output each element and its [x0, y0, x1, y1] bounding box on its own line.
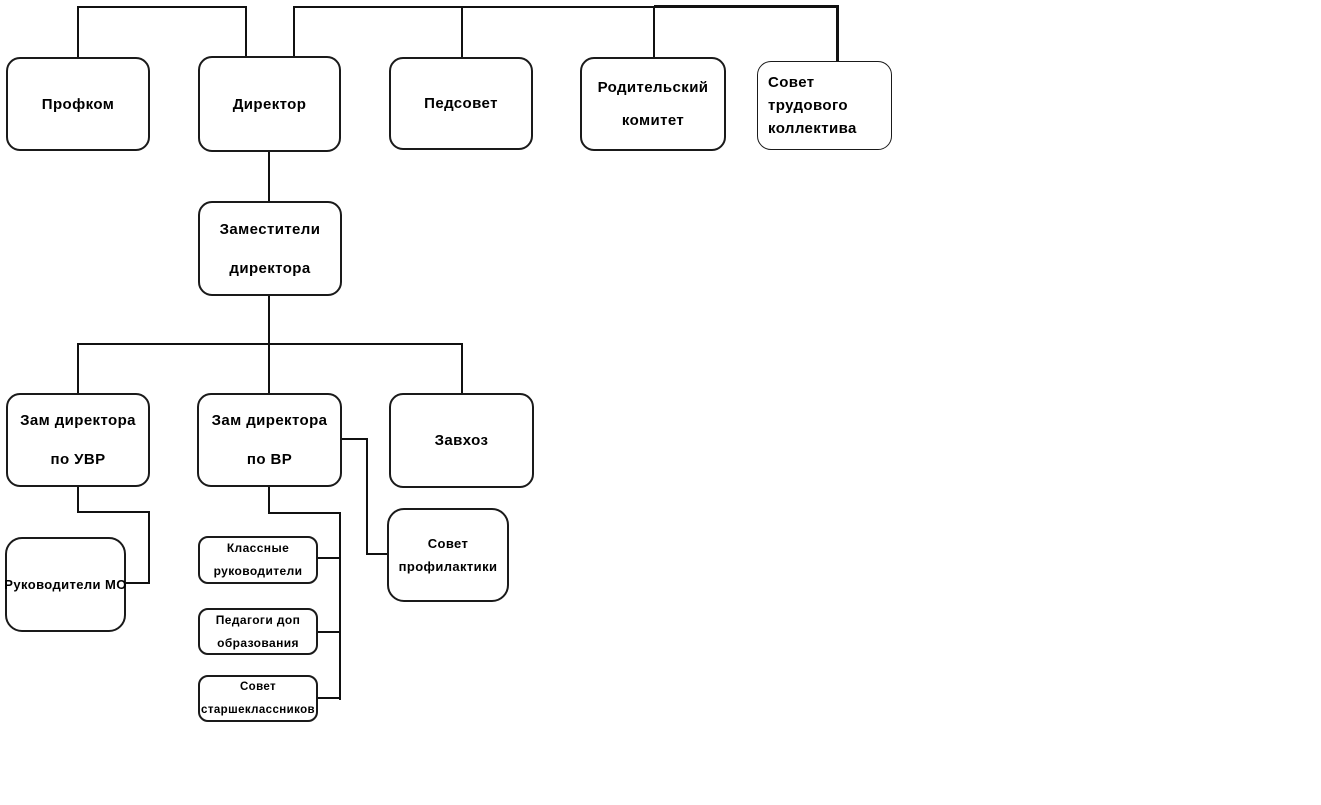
connector-line	[653, 6, 655, 57]
node-label: Заместители	[219, 220, 321, 238]
node-zam-vr: Зам директора по ВР	[197, 393, 342, 487]
connector-line	[342, 438, 368, 440]
connector-line	[654, 5, 839, 8]
connector-line	[245, 6, 247, 56]
node-direktor: Директор	[198, 56, 341, 152]
node-roditelskiy-komitet: Родительский комитет	[580, 57, 726, 151]
node-profkom: Профком	[6, 57, 150, 151]
connector-line	[268, 296, 270, 345]
node-rukovoditeli-mo: Руководители МО	[4, 537, 127, 632]
connector-line	[77, 6, 247, 8]
node-label: Зам директора	[211, 412, 328, 429]
node-zamestiteli-direktora: Заместители директора	[198, 201, 342, 296]
node-label: по УВР	[50, 451, 106, 468]
connector-line	[366, 438, 368, 555]
node-label: по ВР	[246, 451, 293, 468]
connector-line	[268, 512, 341, 514]
node-label: трудового	[768, 97, 848, 114]
node-sovet-profilaktiki: Совет профилактики	[387, 508, 509, 602]
connector-line	[366, 553, 387, 555]
node-label: Педсовет	[424, 95, 498, 112]
connector-line	[339, 512, 341, 700]
node-label: старшеклассников	[201, 703, 315, 716]
connector-line	[77, 6, 79, 57]
connector-line	[77, 511, 150, 513]
node-sovet-starsheklassnikov: Совет старшеклассников	[198, 675, 318, 722]
node-label: комитет	[621, 112, 685, 129]
connector-line	[77, 343, 79, 394]
node-label: директора	[229, 259, 311, 277]
connector-line	[268, 343, 270, 394]
connector-line	[318, 697, 341, 699]
node-label: коллектива	[768, 120, 857, 137]
connector-line	[148, 511, 150, 584]
node-zam-uvr: Зам директора по УВР	[6, 393, 150, 487]
node-label: Педагоги доп	[215, 612, 301, 627]
node-label: профилактики	[398, 559, 498, 574]
node-label: Профком	[41, 95, 115, 113]
node-label: Совет	[768, 74, 815, 91]
connector-line	[126, 582, 150, 584]
node-label: руководители	[213, 564, 303, 578]
node-label: Родительский	[597, 79, 709, 96]
node-label: Классные	[226, 541, 290, 555]
node-zavhoz: Завхоз	[389, 393, 534, 488]
node-label: Зам директора	[20, 412, 136, 429]
connector-line	[318, 631, 341, 633]
connector-line	[77, 343, 463, 345]
connector-line	[268, 152, 270, 202]
connector-line	[461, 6, 463, 57]
node-label: Директор	[232, 95, 307, 113]
node-sovet-trudovogo: Совет трудового коллектива	[757, 61, 892, 150]
node-label: Завхоз	[434, 432, 489, 449]
node-pedsovet: Педсовет	[389, 57, 533, 150]
node-klassnye-rukovoditeli: Классные руководители	[198, 536, 318, 584]
connector-line	[293, 6, 656, 8]
node-label: Совет	[427, 536, 469, 551]
node-pedagogi-dop: Педагоги доп образования	[198, 608, 318, 655]
connector-line	[268, 487, 270, 514]
node-label: Совет	[239, 680, 277, 693]
connector-line	[293, 6, 295, 56]
connector-line	[836, 5, 839, 62]
connector-line	[77, 487, 79, 513]
node-label: образования	[217, 635, 299, 650]
connector-line	[318, 557, 341, 559]
connector-line	[461, 343, 463, 394]
node-label: Руководители МО	[4, 577, 127, 592]
